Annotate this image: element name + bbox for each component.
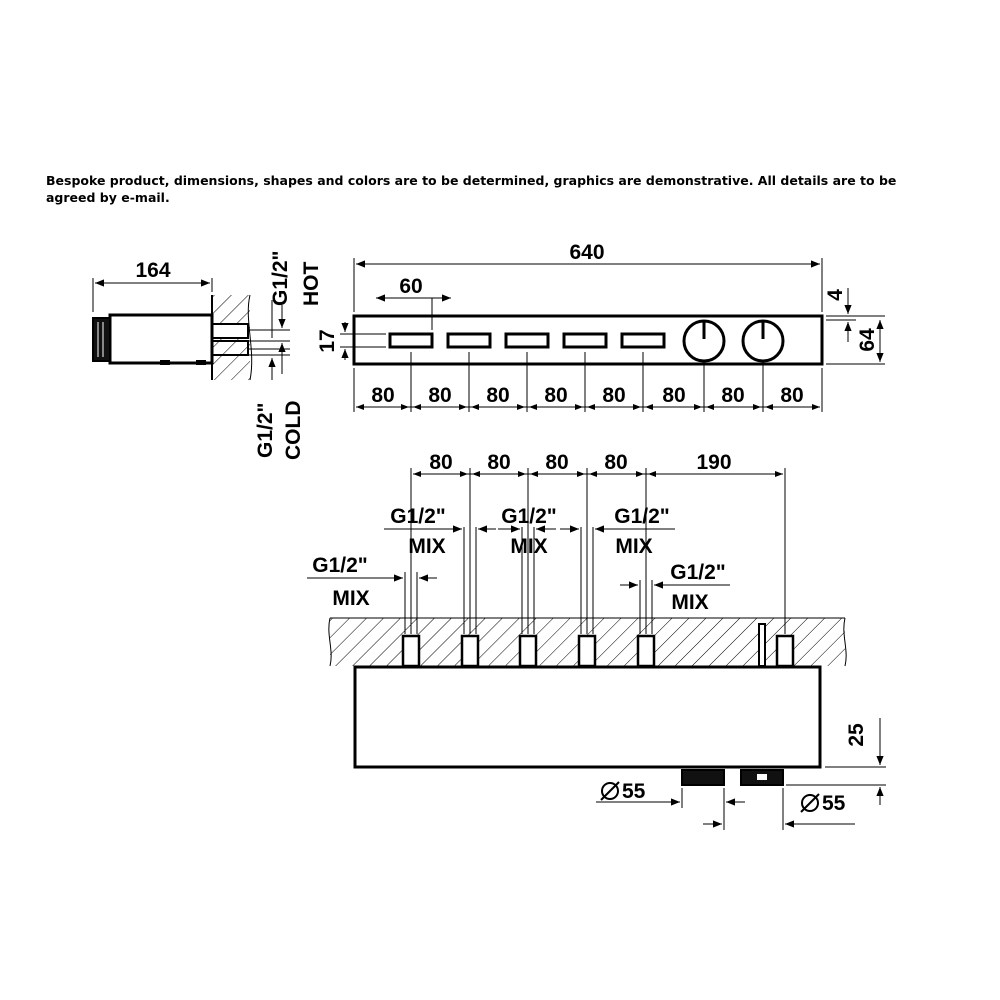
rear-conn-3-thread: G1/2" [501, 505, 556, 528]
dim-rear-spacing-last: 190 [696, 451, 731, 474]
rear-pipe-5 [636, 634, 656, 668]
front-button-1 [388, 332, 434, 349]
rear-conn-4-thread: G1/2" [614, 505, 669, 528]
dim-front-spacing-1: 80 [371, 384, 394, 407]
dim-rear-spacing-4: 80 [604, 451, 627, 474]
label-hot-thread: G1/2" [269, 251, 292, 306]
front-view: 640 60 17 4 64 [316, 241, 885, 412]
front-button-3 [504, 332, 550, 349]
dim-side-depth: 164 [135, 259, 170, 282]
dim-front-spacing-8: 80 [780, 384, 803, 407]
side-pipe-cold [211, 340, 249, 356]
dim-button-height: 17 [316, 329, 339, 352]
rear-view: 80 80 80 80 190 G1/2" MIX G1/2" MIX G1/2… [307, 451, 886, 830]
label-cold: COLD [282, 401, 305, 461]
rear-conn-4-type: MIX [615, 535, 652, 558]
front-panel [352, 314, 824, 366]
rear-conn-3-type: MIX [510, 535, 547, 558]
side-pipe-hot [211, 323, 249, 339]
rear-pipe-2 [460, 634, 480, 668]
rear-conn-2-type: MIX [408, 535, 445, 558]
diameter-icon-left [600, 781, 620, 801]
side-view: 164 G1/2" HOT G1/2" COLD [92, 251, 323, 461]
label-cold-thread: G1/2" [254, 403, 277, 458]
dim-height: 64 [856, 328, 879, 352]
dim-button-width: 60 [399, 275, 422, 298]
rear-conn-1-type: MIX [332, 587, 369, 610]
dim-front-spacing-6: 80 [662, 384, 685, 407]
dim-front-spacing-5: 80 [602, 384, 625, 407]
dim-top-offset: 4 [824, 289, 847, 301]
dim-knob-diameter-left: 55 [622, 780, 646, 803]
label-hot: HOT [300, 262, 323, 307]
rear-conn-5-thread: G1/2" [670, 561, 725, 584]
side-wall-break [247, 294, 253, 381]
dim-rear-spacing-1: 80 [429, 451, 452, 474]
rear-conn-1-thread: G1/2" [312, 554, 367, 577]
dim-rear-spacing-3: 80 [545, 451, 568, 474]
dim-front-spacing-4: 80 [544, 384, 567, 407]
dim-front-spacing-2: 80 [428, 384, 451, 407]
dim-rear-spacing-2: 80 [487, 451, 510, 474]
dim-front-spacing-3: 80 [486, 384, 509, 407]
disclaimer-note: Bespoke product, dimensions, shapes and … [46, 173, 897, 205]
front-button-4 [562, 332, 608, 349]
rear-conn-2-thread: G1/2" [390, 505, 445, 528]
rear-pipe-3 [518, 634, 538, 668]
rear-pipe-6 [775, 634, 795, 668]
side-knob [92, 317, 111, 362]
rear-pipe-1 [401, 634, 421, 668]
dim-knob-diameter-right: 55 [822, 792, 846, 815]
rear-conn-5-type: MIX [671, 591, 708, 614]
rear-knob-1 [681, 769, 725, 786]
side-body [108, 313, 214, 365]
rear-body [353, 665, 822, 769]
rear-pipe-4 [577, 634, 597, 668]
dim-knob-depth: 25 [845, 723, 868, 747]
front-button-2 [446, 332, 492, 349]
diameter-icon-right [800, 793, 820, 813]
dim-total-width: 640 [569, 241, 604, 264]
front-button-5 [620, 332, 666, 349]
side-wall-hatch [212, 295, 250, 380]
dim-front-spacing-7: 80 [721, 384, 744, 407]
